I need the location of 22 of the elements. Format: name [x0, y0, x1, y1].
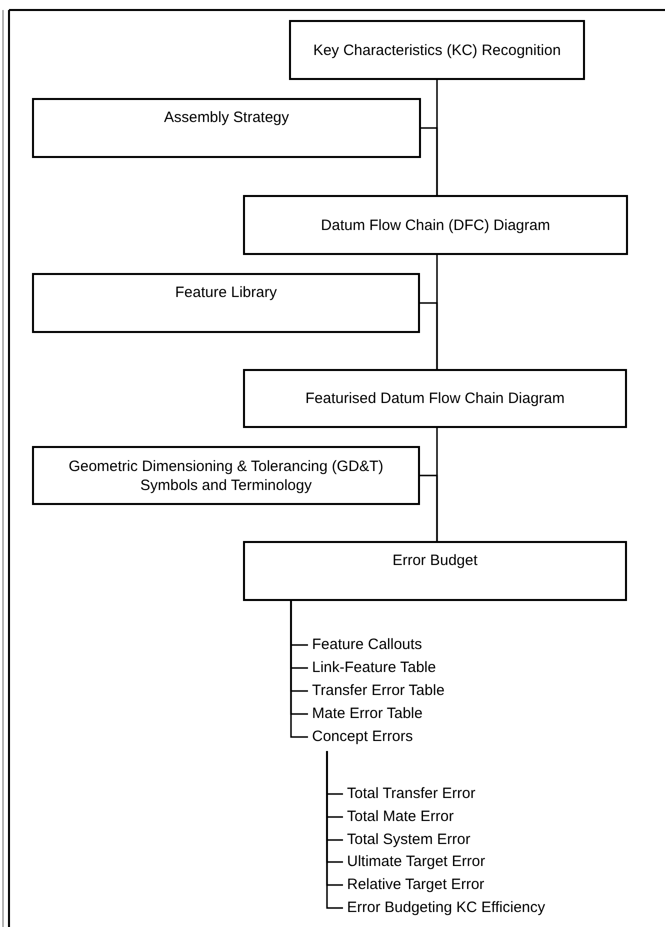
connector-line — [421, 127, 438, 195]
process-box: Error Budget — [243, 541, 627, 601]
list-item: Feature Callouts — [312, 635, 422, 655]
list-item: Link-Feature Table — [312, 658, 436, 678]
list-item: Mate Error Table — [312, 704, 423, 724]
list-item: Concept Errors — [312, 727, 413, 747]
process-box: Datum Flow Chain (DFC) Diagram — [243, 195, 628, 255]
process-box: Assembly Strategy — [32, 98, 421, 158]
process-box: Featurised Datum Flow Chain Diagram — [243, 369, 627, 428]
list-item: Error Budgeting KC Efficiency — [347, 898, 546, 918]
process-box: Key Characteristics (KC) Recognition — [289, 20, 585, 80]
connector-line — [290, 601, 308, 738]
list-item: Total Transfer Error — [347, 784, 476, 804]
list-item: Total System Error — [347, 830, 470, 850]
list-item: Total Mate Error — [347, 807, 454, 827]
connector-line — [420, 474, 438, 541]
list-item: Relative Target Error — [347, 875, 484, 895]
list-item: Ultimate Target Error — [347, 852, 486, 872]
process-box: Feature Library — [32, 273, 420, 333]
process-box: Geometric Dimensioning & Tolerancing (GD&T) Symbols and Terminology — [32, 446, 420, 505]
connector-line — [420, 302, 438, 369]
list-item: Transfer Error Table — [312, 681, 445, 701]
